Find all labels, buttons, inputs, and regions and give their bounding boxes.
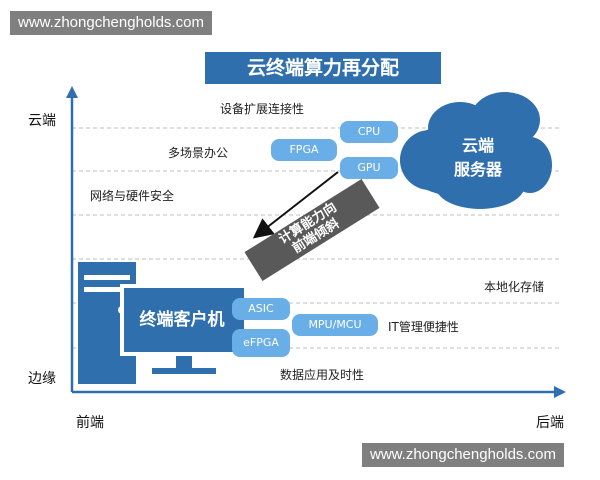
shift-arrow — [252, 171, 339, 239]
diagram-title: 云终端算力再分配 — [205, 52, 441, 84]
cloud-label-line1: 云端 — [461, 136, 494, 155]
watermark-bottom: www.zhongchengholds.com — [362, 443, 564, 467]
axis-label-edge: 边缘 — [28, 371, 56, 387]
axes — [66, 86, 566, 398]
chip-fpga: FPGA — [271, 139, 337, 161]
chip-cpu: CPU — [340, 121, 398, 143]
watermark-top: www.zhongchengholds.com — [10, 11, 212, 35]
chip-gpu: GPU — [340, 157, 398, 179]
feature-local-storage: 本地化存储 — [484, 280, 545, 294]
axis-label-front: 前端 — [76, 415, 104, 431]
feature-network-hardware-security: 网络与硬件安全 — [90, 189, 175, 203]
axis-label-back: 后端 — [536, 415, 564, 431]
axis-label-cloud: 云端 — [28, 113, 56, 129]
chip-asic: ASIC — [232, 298, 290, 320]
cloud-shape — [400, 92, 552, 209]
chip-efpga: eFPGA — [232, 329, 290, 357]
chip-mpu-mcu: MPU/MCU — [292, 314, 378, 336]
terminal-client-label: 终端客户机 — [124, 290, 240, 350]
cloud-label-line2: 服务器 — [453, 160, 502, 179]
cloud-server-label: 云端 服务器 — [438, 134, 518, 182]
feature-multi-scenario-office: 多场景办公 — [168, 146, 229, 160]
feature-it-management: IT管理便捷性 — [388, 320, 459, 334]
feature-data-timeliness: 数据应用及时性 — [280, 368, 365, 382]
feature-device-expansion: 设备扩展连接性 — [220, 102, 305, 116]
